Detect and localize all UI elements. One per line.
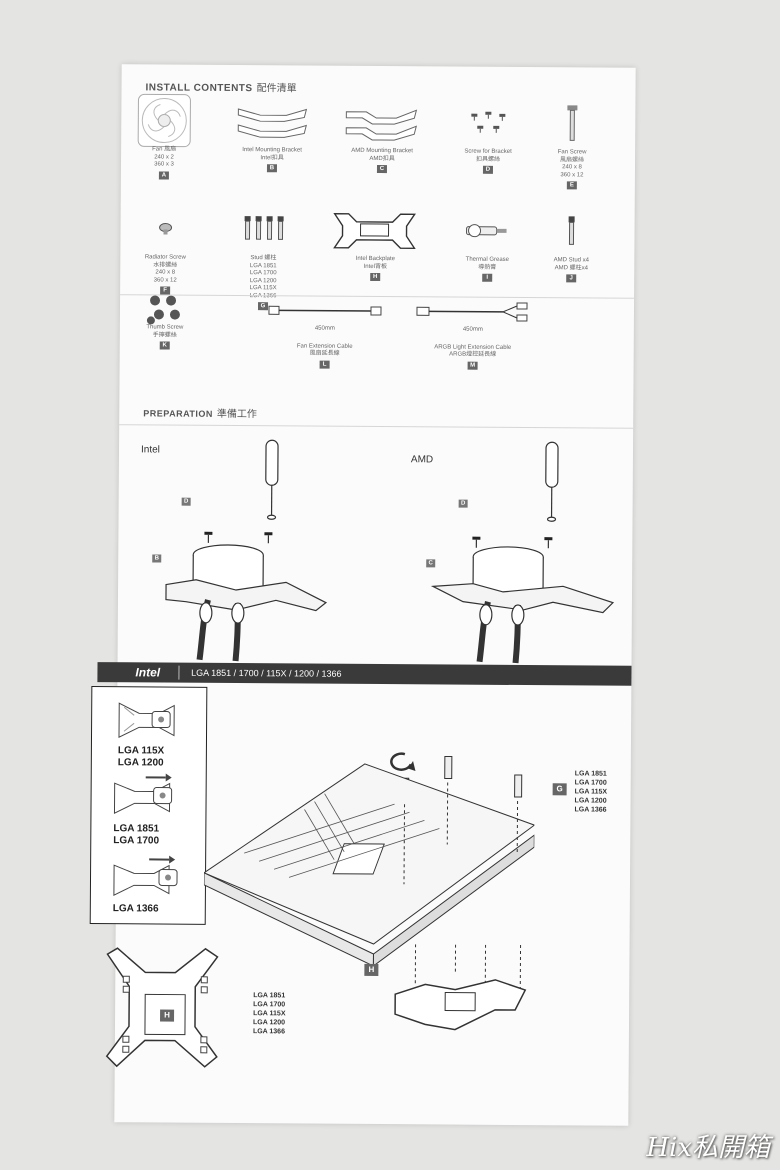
part-letter-badge: K [159,341,170,350]
stud-icon [208,203,318,256]
intel-bracket-icon [217,95,327,148]
part-label: AMD 螺柱x4 [554,264,588,271]
socket-label: LGA 1851 [253,992,286,1000]
amd-pump-with-bracket-drawing [430,441,615,664]
part-letter-badge: J [566,274,577,283]
part-label: Intel扣具 [260,154,284,161]
socket-label: LGA 115X [253,1010,286,1018]
amd-tag-d: D [458,499,468,508]
socket-label: LGA 1366 [574,806,607,814]
backplate-tag-h: H [364,963,379,977]
backplate-placement-drawing [394,944,527,1031]
socket-label: LGA 1851 [574,770,607,778]
part-letter-badge: L [319,360,330,369]
box-group-1-line-2: LGA 1200 [117,757,164,769]
part-label: ARGB燈控延長線 [449,351,497,358]
cable-length: 450mm [462,326,483,333]
intel-pump-with-bracket-drawing [165,439,328,662]
part-letter-badge: M [467,361,478,370]
part-label: 360 x 12 [153,276,177,284]
fan-screw-icon [517,97,627,150]
stud-tag-g: G [552,783,567,796]
cable-length: 450mm [314,325,335,332]
amd-bracket-icon [327,96,437,149]
part-letter-badge: A [158,170,169,180]
amd-stud-icon [516,205,626,258]
intel-section-bar: Intel LGA 1851 / 1700 / 115X / 1200 / 13… [97,662,632,686]
fan-cable-icon [250,295,400,326]
box-group-3-line-1: LGA 1366 [112,903,159,915]
bracket-position-115x-icon [118,702,175,739]
argb-cable-icon [398,296,548,327]
part-label: 360 x 12 [560,171,584,178]
socket-label: LGA 1700 [574,779,607,787]
socket-label: LGA 1700 [253,1001,286,1009]
watermark: Hix私開箱 [646,1133,770,1163]
part-label: 風扇延長線 [309,350,340,357]
fan-icon [109,93,219,148]
intel-install-section: Intel LGA 1851 / 1700 / 115X / 1200 / 13… [89,662,632,1126]
amd-tag-c: C [426,559,436,568]
bracket-position-1366-icon [113,855,178,896]
thermal-grease-icon [432,204,542,257]
motherboard-with-studs-drawing [203,752,536,966]
part-label: AMD扣具 [369,155,395,162]
bracket-screws-icon [433,96,543,149]
fold-line [119,424,634,429]
socket-label: LGA 115X [574,788,608,796]
backplate-icon [320,204,430,257]
intel-tag-b: B [152,554,162,563]
part-letter-badge: I [482,273,493,282]
intel-brand-label: Intel [135,665,161,680]
socket-label: LGA 1200 [574,797,607,805]
box-group-2-line-1: LGA 1851 [113,823,160,835]
part-letter-badge: H [370,272,381,282]
box-group-2-line-2: LGA 1700 [113,835,160,847]
part-letter-badge: E [566,181,577,190]
intel-socket-list: LGA 1851 / 1700 / 115X / 1200 / 1366 [191,667,342,679]
part-label: 手擰螺絲 [152,331,177,339]
part-letter-badge: D [482,165,493,174]
box-group-1-line-1: LGA 115X [117,745,165,757]
part-letter-badge: C [376,165,388,174]
backplate-big-tag-h: H [160,1009,175,1022]
part-label: Intel背板 [363,263,387,270]
part-label: 360 x 3 [154,161,174,168]
part-letter-badge: B [266,164,278,173]
radiator-screw-icon [110,202,220,255]
bracket-position-1851-icon [113,773,173,814]
bracket-position-box: LGA 115X LGA 1200 LGA 1851 LGA 1700 LGA … [89,686,208,925]
socket-label: LGA 1200 [252,1019,286,1027]
thumb-screw-icon [110,294,220,325]
socket-label: LGA 1366 [252,1028,286,1036]
intel-tag-d: D [181,497,191,506]
